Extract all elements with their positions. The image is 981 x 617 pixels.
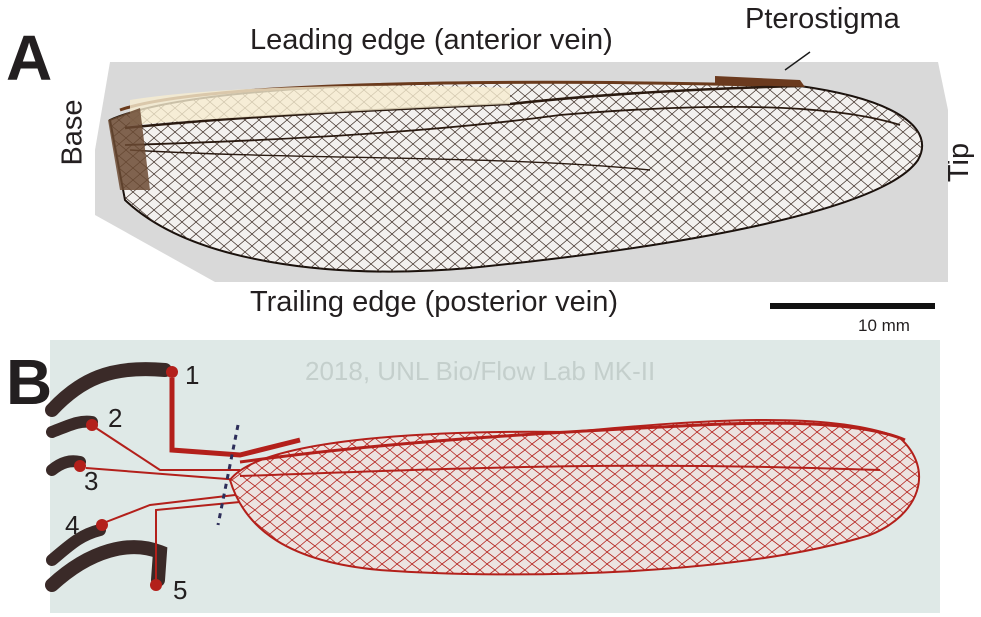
watermark-text: 2018, UNL Bio/Flow Lab MK-II	[305, 356, 656, 386]
leading-edge-label: Leading edge (anterior vein)	[250, 24, 613, 56]
trailing-edge-label: Trailing edge (posterior vein)	[250, 286, 619, 318]
pterostigma	[715, 76, 805, 87]
scale-bar	[770, 303, 935, 309]
panel-b-letter: B	[6, 346, 53, 418]
inlet-label-5: 5	[173, 575, 188, 605]
inlet-label-2: 2	[108, 403, 123, 433]
pterostigma-label: Pterostigma	[745, 3, 900, 35]
inlet-label-1: 1	[185, 360, 200, 390]
inlet-label-4: 4	[65, 510, 80, 540]
inlet-label-3: 3	[84, 466, 99, 496]
panel-a-letter: A	[6, 22, 53, 94]
scale-bar-label: 10 mm	[858, 316, 910, 335]
